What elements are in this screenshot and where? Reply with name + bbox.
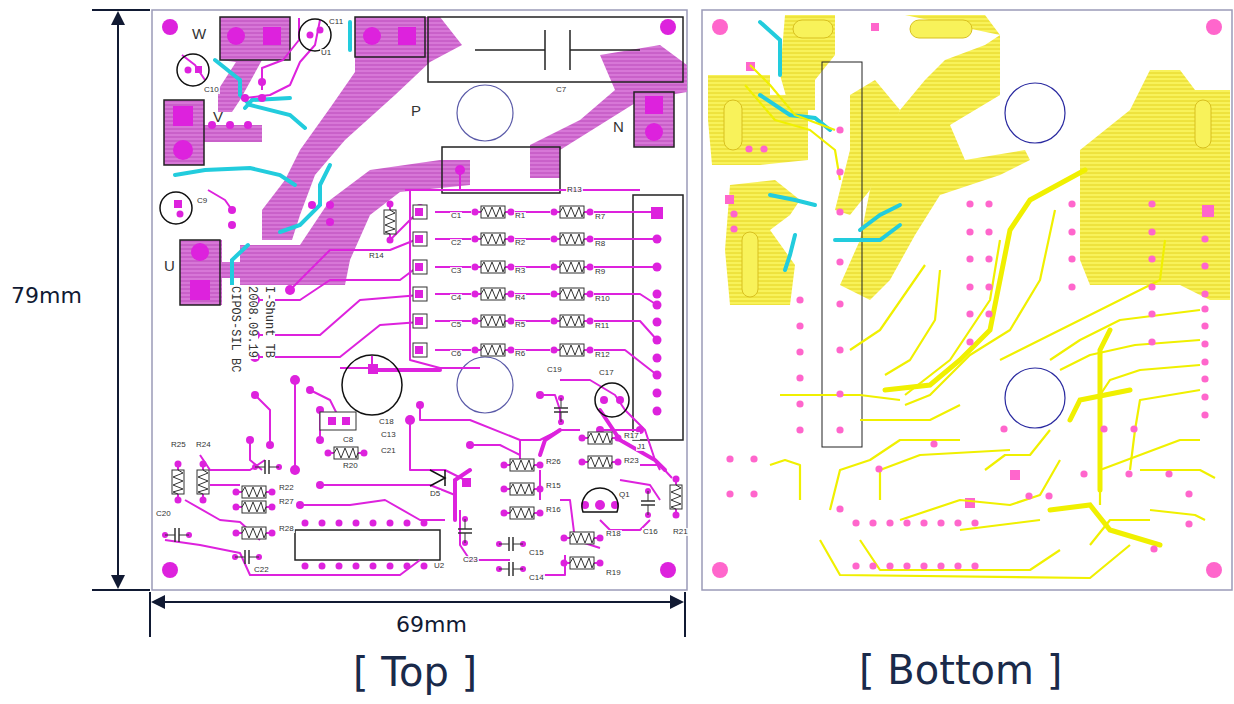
- terminal-label: V: [212, 109, 224, 124]
- dimension-label: 79mm: [10, 285, 83, 307]
- board-marking: 2008.09.19: [246, 285, 258, 359]
- part-label: R27: [278, 498, 295, 506]
- part-label: C14: [528, 574, 545, 582]
- part-label: R21: [672, 528, 689, 536]
- part-label: R5: [514, 321, 526, 329]
- part-label: C6: [450, 350, 462, 358]
- part-label: U2: [433, 562, 445, 570]
- part-label: C21: [380, 447, 397, 455]
- part-label: C13: [380, 431, 397, 439]
- part-label: C4: [450, 294, 462, 302]
- bottom-board: [702, 10, 1232, 590]
- part-label: C20: [155, 510, 172, 518]
- part-label: R22: [278, 484, 295, 492]
- part-label: C2: [450, 239, 462, 247]
- board-marking: I-Shunt TB: [263, 285, 275, 359]
- part-label: C19: [546, 366, 563, 374]
- part-label: D5: [429, 490, 441, 498]
- part-label: R7: [594, 213, 606, 221]
- part-label: C22: [253, 566, 270, 574]
- part-label: C1: [450, 212, 462, 220]
- part-label: C8: [342, 436, 354, 444]
- view-caption: [ Top ]: [352, 652, 478, 692]
- part-label: C18: [378, 418, 395, 426]
- part-label: C23: [462, 556, 479, 564]
- part-label: R28: [278, 525, 295, 533]
- part-label: R18: [605, 530, 622, 538]
- part-label: R6: [514, 350, 526, 358]
- part-label: C11: [328, 18, 344, 26]
- part-label: R4: [514, 294, 526, 302]
- terminal-label: U: [163, 258, 176, 273]
- part-label: R8: [594, 240, 606, 248]
- part-label: R15: [545, 482, 562, 490]
- part-label: R11: [594, 322, 610, 330]
- terminal-label: P: [410, 103, 422, 118]
- view-caption: [ Bottom ]: [858, 650, 1063, 690]
- part-label: R20: [342, 462, 359, 470]
- part-label: C7: [555, 86, 567, 94]
- part-label: C15: [528, 549, 545, 557]
- part-label: R9: [594, 268, 606, 276]
- dimension-label: 69mm: [395, 614, 468, 636]
- part-label: R19: [605, 569, 622, 577]
- part-label: R1: [514, 212, 526, 220]
- part-label: C3: [450, 267, 462, 275]
- terminal-label: N: [612, 119, 625, 134]
- part-label: C5: [450, 321, 462, 329]
- part-label: R17: [623, 432, 640, 440]
- part-label: U1: [320, 49, 332, 57]
- part-label: C10: [203, 86, 220, 94]
- part-label: R25: [170, 441, 187, 449]
- part-label: R13: [566, 186, 583, 194]
- board-marking: CIPOS-SIL BC: [229, 285, 241, 373]
- part-label: R3: [514, 267, 526, 275]
- part-label: C17: [598, 369, 615, 377]
- part-label: Q1: [618, 491, 631, 499]
- part-label: R2: [514, 239, 526, 247]
- part-label: R12: [594, 351, 611, 359]
- part-label: C16: [642, 528, 659, 536]
- part-label: R26: [545, 458, 562, 466]
- terminal-label: W: [191, 26, 207, 41]
- part-label: R23: [623, 457, 640, 465]
- part-label: C9: [196, 197, 208, 205]
- top-board: [152, 10, 687, 590]
- part-label: R14: [368, 252, 385, 260]
- part-label: R24: [195, 441, 212, 449]
- part-label: J1: [636, 443, 646, 451]
- part-label: R10: [594, 295, 611, 303]
- part-label: R16: [545, 506, 562, 514]
